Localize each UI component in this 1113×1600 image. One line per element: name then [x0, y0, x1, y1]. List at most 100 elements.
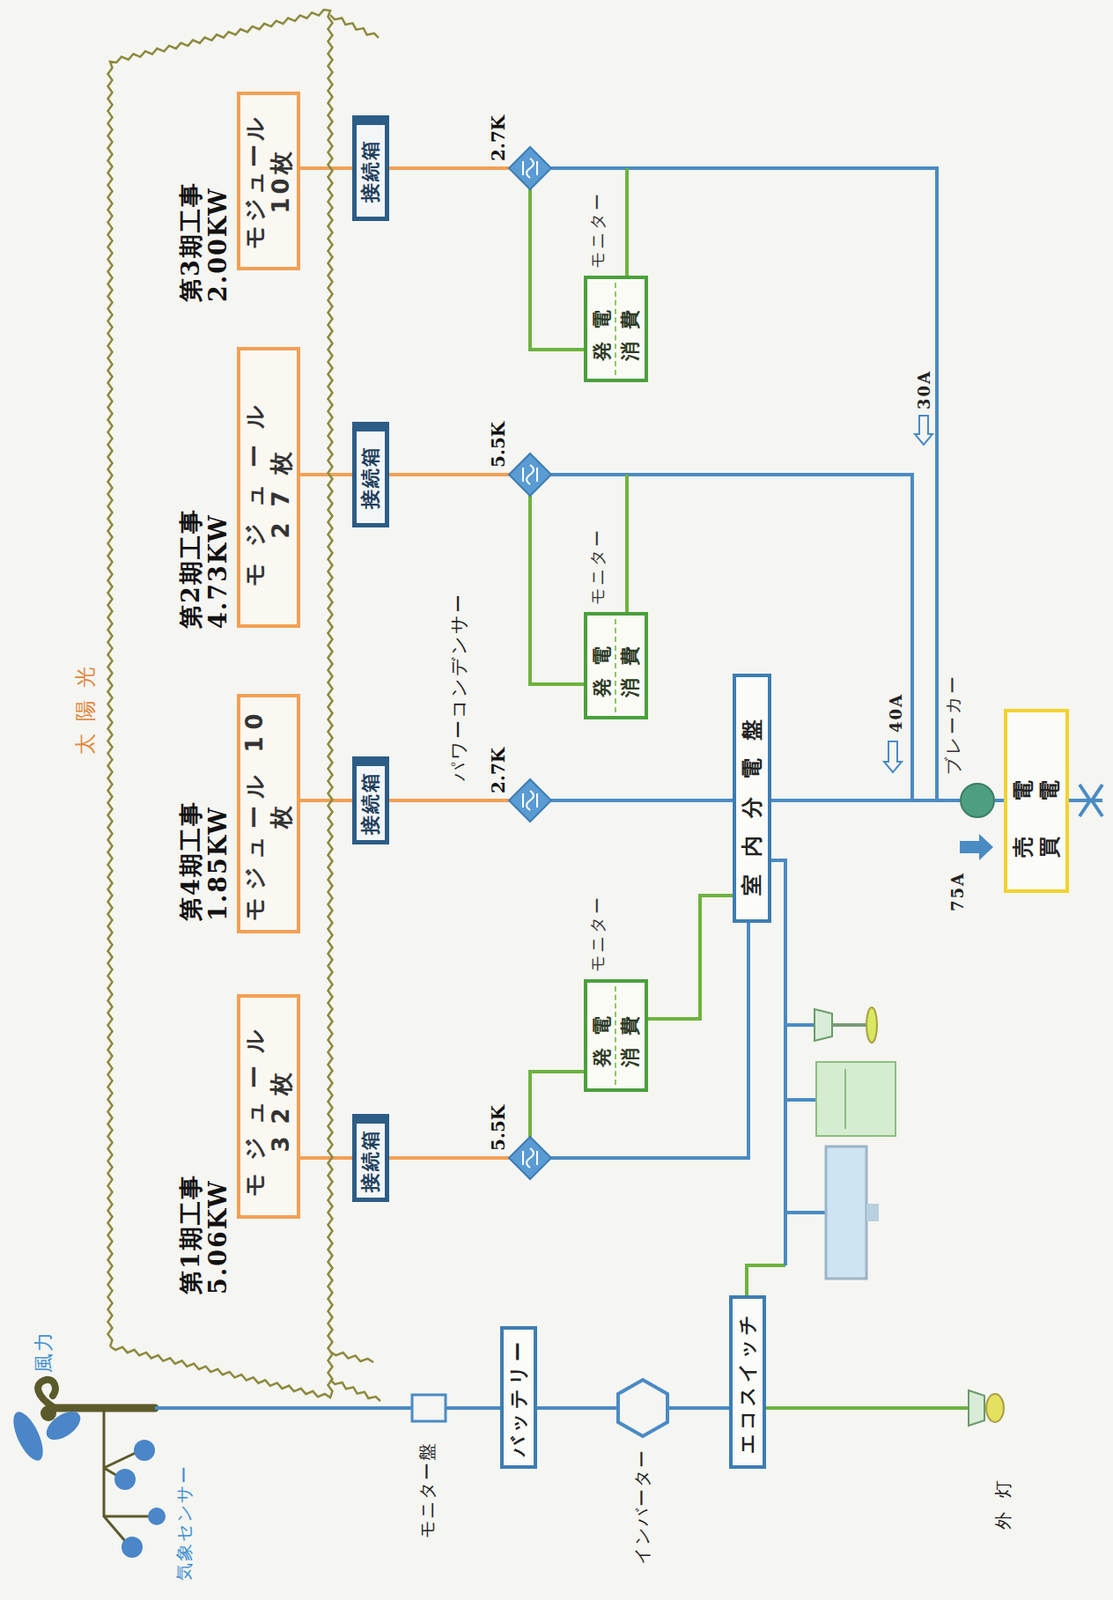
monitor-heading: モニター — [587, 191, 608, 269]
roof-outline: 太陽光第1期工事 5.06KWモジュール 32枚第4期工事 1.85KWモジュー… — [110, 6, 331, 1407]
lamp-wire — [757, 1406, 969, 1410]
box-text: 買電 — [1036, 719, 1063, 883]
diamond-body — [508, 147, 552, 190]
inverter-symbol — [523, 464, 538, 485]
branch-wire — [785, 1098, 817, 1102]
sensor-wire — [625, 168, 629, 280]
current-label: 75A — [949, 871, 967, 912]
junction-box: 接続箱 — [352, 421, 390, 528]
phase-heading: 第4期工事 1.85KW — [176, 775, 232, 922]
box-text: エコスイッチ — [735, 1305, 760, 1459]
roof-eave-line — [330, 14, 379, 38]
inverter-symbol — [523, 790, 538, 811]
part-label: パワーコンデンサー — [449, 592, 470, 782]
turbine-tail — [37, 1379, 56, 1408]
sensor-cup — [133, 1439, 155, 1461]
module-array: 第4期工事 1.85KWモジュール 10枚 — [236, 693, 301, 934]
monitor-heading: モニター — [587, 894, 608, 973]
sensor-wire — [625, 474, 629, 616]
box-text: バッテリー — [506, 1336, 531, 1459]
roof-eave-line — [330, 1379, 381, 1401]
circle-shape — [959, 782, 996, 819]
wire — [389, 798, 509, 803]
roof-eave-line — [330, 1351, 374, 1363]
sensor-cup — [114, 1468, 136, 1490]
branch-wire — [785, 1023, 815, 1027]
branch-wire — [785, 1210, 826, 1215]
tv-stand — [866, 1203, 879, 1222]
section-heading: 太陽光 — [71, 654, 100, 755]
power-conditioner: 2.7K — [508, 779, 552, 822]
box-text: 室内分電盤 — [738, 684, 766, 913]
monitor-box: モニター発電消費 — [583, 275, 649, 383]
module-count: モジュール 10枚 — [242, 103, 295, 258]
monitor-heading: モニター — [587, 527, 608, 605]
turbine-hub — [40, 1405, 57, 1422]
wire — [995, 798, 1004, 803]
wind-wire — [154, 1406, 507, 1410]
part-label: 外灯 — [993, 1466, 1013, 1530]
roof-outline-path — [108, 9, 333, 1398]
capacity-label: 2.7K — [487, 115, 509, 162]
pc-detail — [844, 1068, 847, 1129]
wire — [389, 1156, 509, 1160]
box-text: 接続箱 — [359, 128, 383, 214]
breaker-circle — [960, 783, 995, 818]
phase-heading: 第2期工事 4.73KW — [176, 483, 232, 629]
monitor-panel — [412, 1394, 446, 1422]
module-count: モジュール 10枚 — [242, 706, 295, 922]
flow-arrow — [914, 415, 933, 445]
tv-screen — [825, 1146, 867, 1279]
wire — [530, 189, 584, 350]
lamp-shade — [814, 1009, 833, 1041]
lamp-shade — [968, 1390, 985, 1426]
grid-symbol — [1079, 784, 1103, 817]
inverter-symbol — [523, 1148, 538, 1168]
wire — [389, 472, 509, 477]
phase-heading: 第1期工事 5.06KW — [176, 1149, 232, 1295]
module-count: モジュール 32枚 — [242, 1006, 295, 1207]
monitor-row: 消費 — [614, 282, 643, 376]
wire — [300, 798, 353, 803]
battery-box: バッテリー — [500, 1326, 538, 1469]
capacity-label: 5.5K — [487, 421, 509, 468]
junction-box: 接続箱 — [352, 756, 390, 845]
wire — [300, 472, 353, 477]
wire — [551, 798, 733, 803]
pc-tower — [816, 1061, 896, 1136]
box-text: 売電 — [1009, 719, 1037, 883]
diamond-shape — [508, 1136, 552, 1180]
part-label: インバーター — [632, 1448, 652, 1565]
sensor-label: 気象センサー — [174, 1464, 194, 1581]
distribution-board: 室内分電盤 — [732, 673, 772, 923]
monitor-row: 発電 — [589, 619, 615, 713]
power-conditioner: 5.5K — [508, 453, 552, 496]
wire — [530, 1071, 584, 1137]
diamond-body — [508, 779, 552, 822]
module-array: 第1期工事 5.06KWモジュール 32枚 — [236, 994, 301, 1219]
capacity-label: 2.7K — [487, 747, 509, 794]
wire — [648, 895, 733, 1019]
junction-box: 接続箱 — [352, 1113, 390, 1202]
breaker-label: ブレーカー — [942, 673, 964, 775]
monitor-row: 消費 — [614, 986, 643, 1085]
lamp-bulb — [986, 1393, 1004, 1423]
monitor-box: モニター発電消費 — [583, 611, 649, 720]
wind-label: 風力 — [33, 1330, 55, 1373]
eco-switch-box: エコスイッチ — [729, 1295, 767, 1469]
inverter-symbol — [523, 158, 538, 178]
flow-arrow — [959, 833, 994, 861]
sensor-frame — [103, 1407, 152, 1548]
box-text: 接続箱 — [359, 1127, 383, 1195]
diamond-body — [508, 453, 552, 496]
monitor-row: 消費 — [614, 619, 643, 713]
wire — [300, 166, 353, 170]
monitor-row: 発電 — [589, 986, 615, 1085]
lamp-base — [866, 1007, 878, 1043]
lamp-stem — [832, 1023, 868, 1027]
junction-box: 接続箱 — [352, 115, 390, 222]
wire — [530, 495, 584, 685]
breaker: ブレーカー — [959, 782, 996, 819]
monitor-box: モニター発電消費 — [583, 979, 649, 1092]
wire — [551, 922, 749, 1158]
